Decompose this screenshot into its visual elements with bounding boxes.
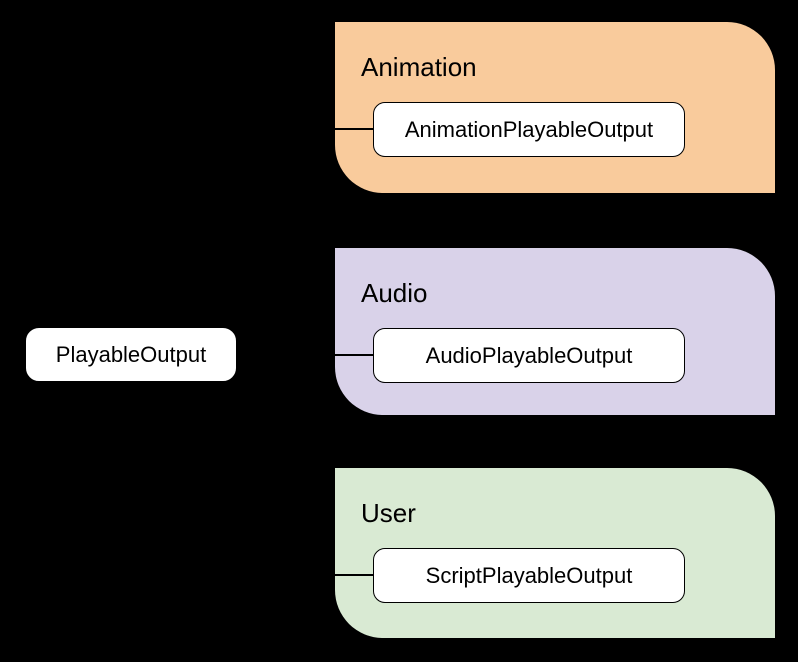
group-audio: Audio AudioPlayableOutput [335,248,775,415]
group-audio-label: Audio [361,278,428,308]
audio-playable-output-label: AudioPlayableOutput [425,342,633,368]
script-playable-output-node: ScriptPlayableOutput [373,548,685,603]
script-playable-output-label: ScriptPlayableOutput [425,562,633,588]
connector-line [335,128,375,130]
connector-line [335,354,375,356]
group-user: User ScriptPlayableOutput [335,468,775,638]
group-animation: Animation AnimationPlayableOutput [335,22,775,193]
audio-playable-output-node: AudioPlayableOutput [373,328,685,383]
playable-output-label: PlayableOutput [55,341,207,367]
animation-playable-output-label: AnimationPlayableOutput [404,116,654,142]
connector-line [335,574,375,576]
animation-playable-output-node: AnimationPlayableOutput [373,102,685,157]
group-user-label: User [361,498,416,528]
group-animation-label: Animation [361,52,477,82]
playable-output-node: PlayableOutput [25,327,237,382]
